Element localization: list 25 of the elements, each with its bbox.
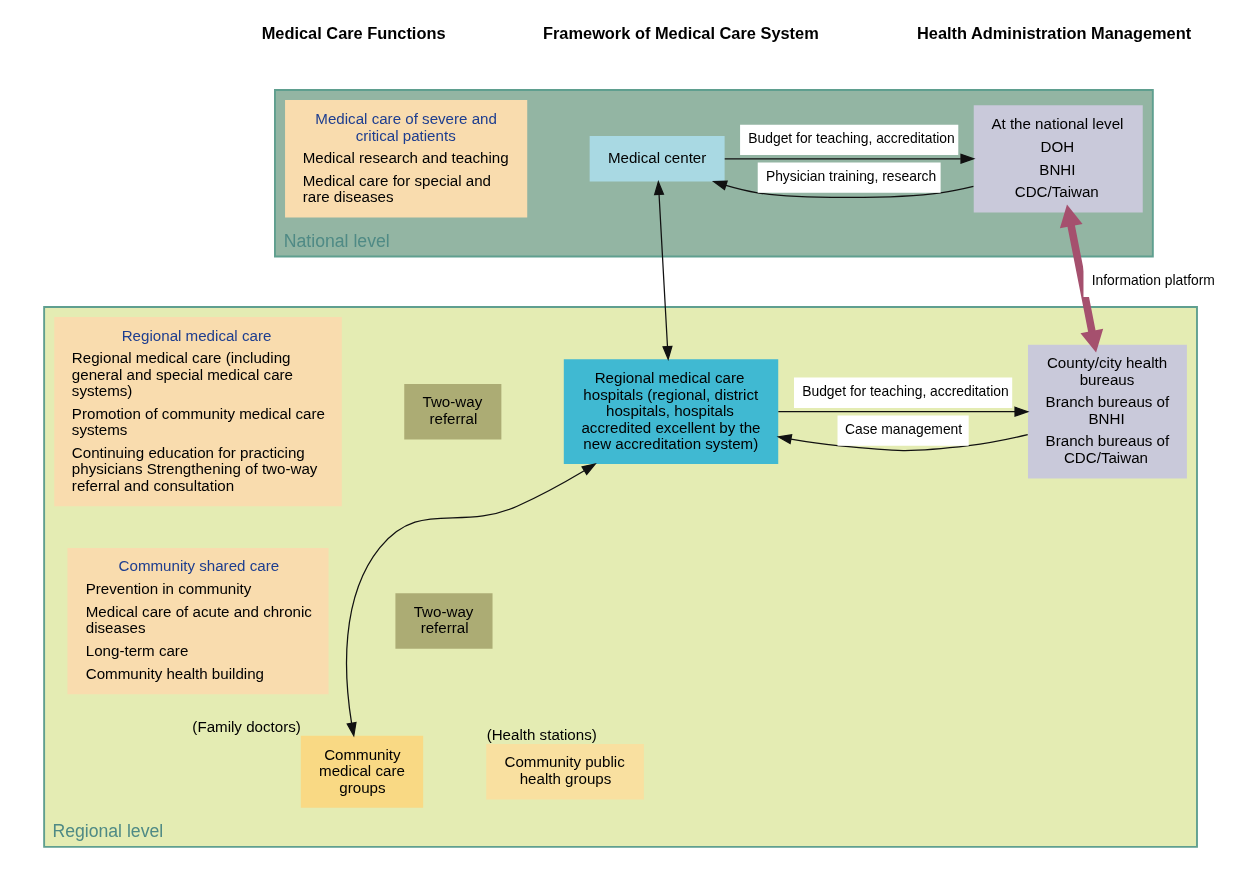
label: Medical Care Functions: [261, 23, 446, 42]
node-label: (Family doctors): [191, 717, 301, 735]
node-box: Community medical care groups: [300, 735, 423, 808]
arrow: [777, 406, 1030, 417]
node-box: At the national level DOH BNHI CDC/Taiwan: [973, 105, 1143, 213]
arrow: [345, 463, 597, 738]
label: Framework of Medical Care System: [542, 23, 819, 42]
edge-label: Physician training, research: [765, 168, 936, 185]
label: Health Administration Management: [916, 23, 1191, 42]
arrow: [711, 180, 974, 199]
node-box: Two-way referral: [403, 383, 501, 440]
node-label: (Health stations): [486, 725, 597, 743]
node-box: Medical center: [589, 136, 725, 182]
node-box: Medical care of severe and critical patients Medical research and teaching Medical care for special and rare diseases: [284, 100, 527, 218]
arrow: [776, 434, 1028, 452]
node-box: Regional medical care hospitals (regional, district hospitals, hospitals accredited excellent by the new accreditation system): [563, 359, 778, 464]
node-box: Two-way referral: [394, 593, 493, 649]
edge-label: Budget for teaching, accreditation: [801, 383, 1009, 400]
edge-label: Budget for teaching, accreditation: [747, 130, 955, 147]
edge-label: Case management: [844, 421, 962, 438]
arrow: [723, 153, 976, 165]
arrow: [1059, 204, 1103, 353]
arrow: [653, 179, 673, 362]
node-box: County/city health bureaus Branch bureaus of BNHI Branch bureaus of CDC/Taiwan: [1027, 344, 1187, 479]
edge-label: Information platform: [1091, 272, 1215, 289]
